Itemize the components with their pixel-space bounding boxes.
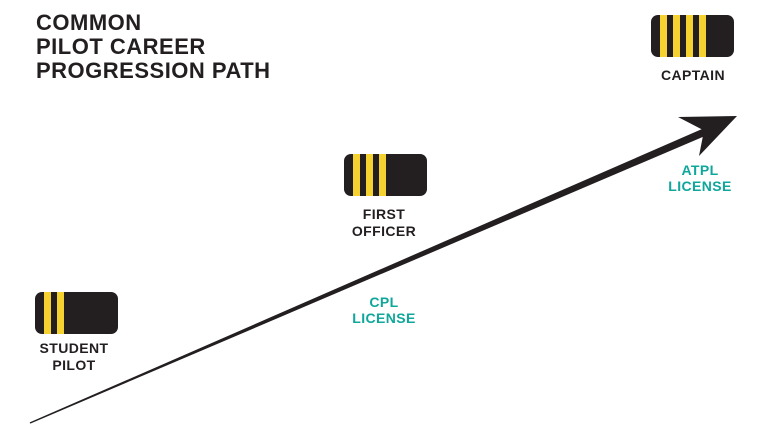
rank-label-first-officer: FIRST OFFICER [314,206,454,240]
page-title-line: COMMON [36,10,142,35]
license-label-atpl: ATPL LICENSE [630,162,768,194]
rank-label-line: FIRST [362,206,406,222]
rank-label-line: CAPTAIN [661,67,725,83]
rank-stripe [379,154,386,196]
epaulette-badge-captain [651,15,734,57]
rank-stripe [673,15,680,57]
epaulette-badge-student-pilot [35,292,118,334]
page-title-line: PROGRESSION PATH [36,58,271,83]
epaulette-badge-first-officer [344,154,427,196]
license-label-line: CPL [369,294,399,310]
rank-label-captain: CAPTAIN [623,67,763,84]
rank-stripe [660,15,667,57]
arrow-head [678,116,737,156]
page-title: COMMON PILOT CAREER PROGRESSION PATH [36,11,271,83]
page-title-line: PILOT CAREER [36,34,206,59]
license-label-line: ATPL [681,162,719,178]
license-label-cpl: CPL LICENSE [314,294,454,326]
rank-stripe [353,154,360,196]
rank-stripe [699,15,706,57]
rank-label-line: STUDENT [39,340,109,356]
rank-stripe [366,154,373,196]
rank-label-line: OFFICER [351,223,417,239]
license-label-line: LICENSE [668,178,732,194]
rank-stripe [686,15,693,57]
rank-stripe [57,292,64,334]
rank-stripe [44,292,51,334]
license-label-line: LICENSE [352,310,416,326]
rank-label-student-pilot: STUDENT PILOT [4,340,144,374]
rank-label-line: PILOT [52,357,96,373]
arrow-shaft [29,127,709,424]
